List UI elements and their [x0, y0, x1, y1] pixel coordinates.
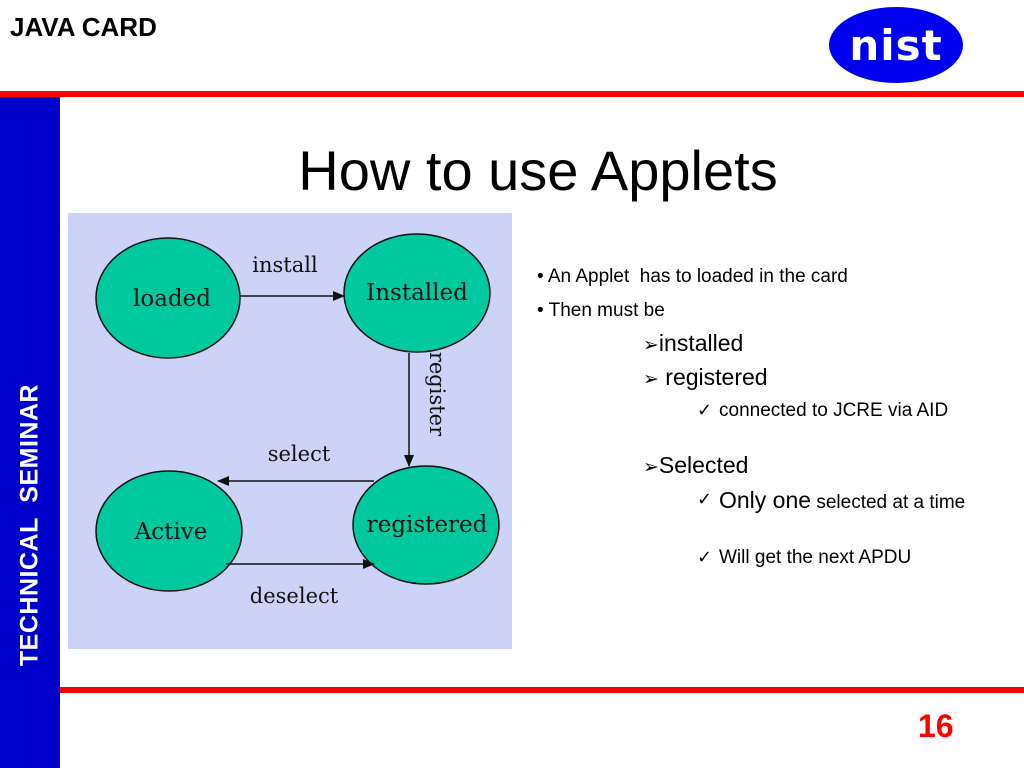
slide-title: How to use Applets [298, 139, 778, 202]
check-item-next-apdu: ✓ Will get the next APDU [697, 546, 969, 570]
footer-rule [60, 687, 1024, 693]
node-label-loaded: loaded [133, 286, 211, 312]
check-icon: ✓ [697, 547, 713, 568]
node-registered [352, 465, 500, 585]
check-icon: ✓ [697, 400, 713, 421]
page-number: 16 [918, 708, 954, 744]
check-item-label: selected at a time [811, 492, 966, 513]
bullet-item: • Then must be [537, 300, 665, 321]
sidebar-label: TECHNICAL SEMINAR [15, 383, 44, 667]
check-item-label: connected to JCRE via AID [719, 400, 949, 421]
node-active [95, 470, 243, 592]
logo-text: nist [849, 21, 942, 70]
check-item-only-one: ✓ Only one selected at a time [697, 487, 969, 515]
edge-label-deselect: deselect [250, 584, 339, 608]
header-rule [0, 91, 1024, 97]
node-loaded [95, 237, 241, 359]
arrow-bullet-icon: ➢ [643, 456, 659, 478]
applet-lifecycle-diagram: loaded Installed Active registered insta… [68, 213, 512, 649]
node-label-active: Active [134, 519, 208, 545]
arrow-bullet-icon: ➢ [643, 334, 659, 356]
header-title: JAVA CARD [10, 12, 157, 42]
edge-label-register: register [425, 352, 449, 437]
node-label-installed: Installed [366, 280, 468, 306]
node-label-registered: registered [367, 512, 488, 538]
edge-label-select: select [268, 442, 331, 466]
check-item-connected: ✓ connected to JCRE via AID [697, 399, 959, 423]
sidebar: TECHNICAL SEMINAR [0, 97, 60, 768]
check-item-label: Will get the next APDU [719, 547, 912, 568]
sub-item-installed: ➢installed [643, 330, 743, 357]
sub-item-label: registered [658, 364, 768, 390]
logo-ellipse [829, 7, 963, 83]
check-item-emphasis: Only one [719, 487, 812, 513]
edge-label-install: install [252, 253, 318, 277]
sub-item-label: installed [658, 330, 744, 356]
check-icon: ✓ [697, 489, 713, 510]
sub-item-selected: ➢Selected [643, 452, 748, 479]
sub-item-registered: ➢ registered [643, 364, 768, 391]
arrow-bullet-icon: ➢ [643, 368, 659, 390]
bullet-item: • An Applet has to loaded in the card [537, 266, 848, 287]
nist-logo: nist [829, 7, 963, 83]
sub-item-label: Selected [658, 452, 749, 478]
